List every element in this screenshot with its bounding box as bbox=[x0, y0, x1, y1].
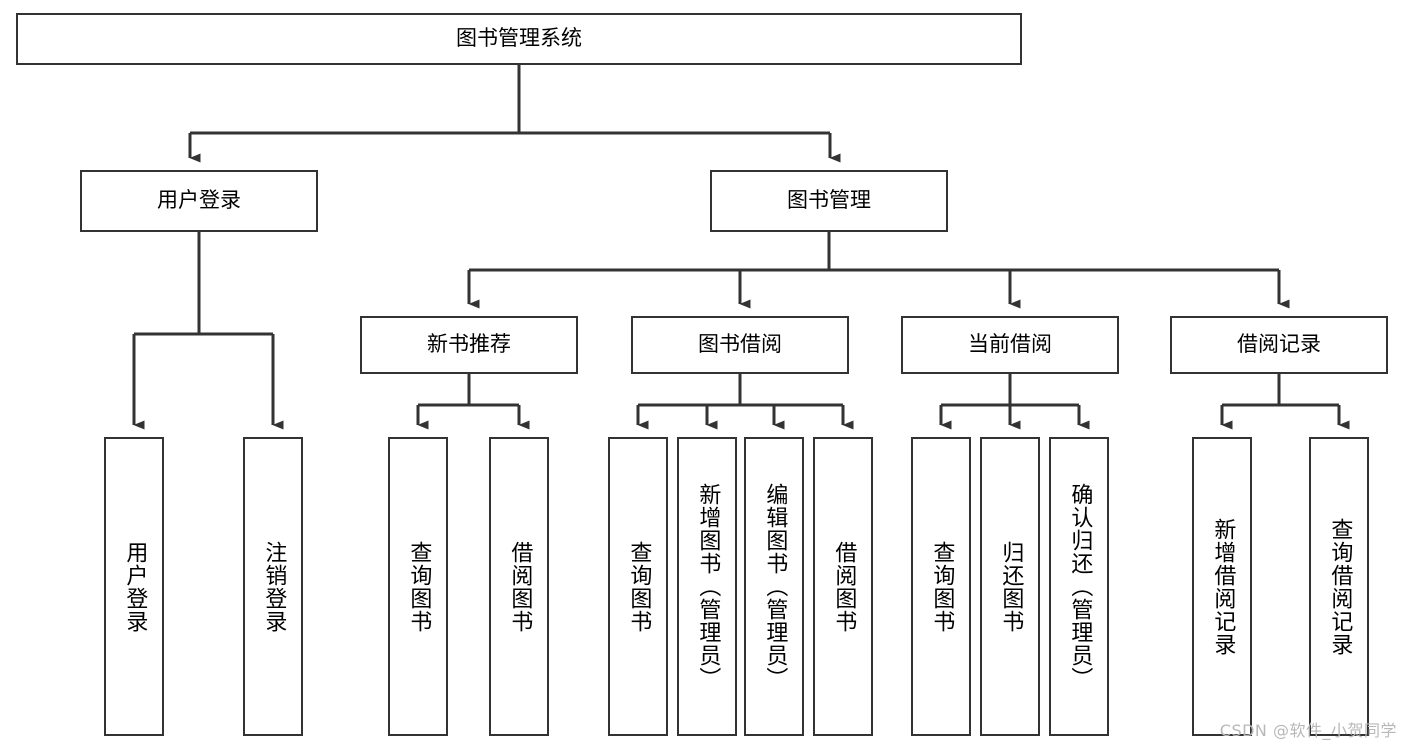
leaf-borrow-book-2[interactable]: 借阅图书 bbox=[813, 437, 873, 736]
node-user-login-label: 用户登录 bbox=[157, 188, 241, 213]
node-current-borrow[interactable]: 当前借阅 bbox=[901, 316, 1119, 374]
leaf-query-book-2[interactable]: 查询图书 bbox=[608, 437, 668, 736]
leaf-confirm-return-label: 确认归还（管理员） bbox=[1067, 483, 1093, 690]
leaf-query-book-3[interactable]: 查询图书 bbox=[911, 437, 971, 736]
node-current-borrow-label: 当前借阅 bbox=[968, 332, 1052, 357]
node-root-title[interactable]: 图书管理系统 bbox=[16, 13, 1022, 65]
leaf-return-book[interactable]: 归还图书 bbox=[980, 437, 1040, 736]
leaf-user-logout-label: 注销登录 bbox=[261, 540, 287, 633]
leaf-query-record-label: 查询借阅记录 bbox=[1327, 517, 1353, 656]
leaf-edit-book[interactable]: 编辑图书（管理员） bbox=[744, 437, 804, 736]
node-new-book-recommend[interactable]: 新书推荐 bbox=[360, 316, 578, 374]
leaf-query-record[interactable]: 查询借阅记录 bbox=[1309, 437, 1369, 736]
leaf-add-book[interactable]: 新增图书（管理员） bbox=[677, 437, 737, 736]
node-user-login[interactable]: 用户登录 bbox=[80, 170, 318, 232]
leaf-query-book-1[interactable]: 查询图书 bbox=[388, 437, 448, 736]
leaf-add-record-label: 新增借阅记录 bbox=[1210, 517, 1236, 656]
leaf-borrow-book-2-label: 借阅图书 bbox=[831, 540, 857, 633]
node-borrow-record[interactable]: 借阅记录 bbox=[1170, 316, 1388, 374]
leaf-borrow-book-1-label: 借阅图书 bbox=[507, 540, 533, 633]
leaf-return-book-label: 归还图书 bbox=[998, 540, 1024, 633]
leaf-edit-book-label: 编辑图书（管理员） bbox=[762, 483, 788, 690]
leaf-borrow-book-1[interactable]: 借阅图书 bbox=[489, 437, 549, 736]
leaf-add-book-label: 新增图书（管理员） bbox=[695, 483, 721, 690]
node-book-manage-label: 图书管理 bbox=[787, 188, 871, 213]
node-borrow-record-label: 借阅记录 bbox=[1237, 332, 1321, 357]
node-book-borrow-label: 图书借阅 bbox=[698, 332, 782, 357]
leaf-query-book-1-label: 查询图书 bbox=[406, 540, 432, 633]
leaf-query-book-2-label: 查询图书 bbox=[626, 540, 652, 633]
leaf-user-logout[interactable]: 注销登录 bbox=[243, 437, 303, 736]
leaf-user-login[interactable]: 用户登录 bbox=[104, 437, 164, 736]
node-book-borrow[interactable]: 图书借阅 bbox=[631, 316, 849, 374]
leaf-user-login-label: 用户登录 bbox=[122, 540, 148, 633]
node-book-manage[interactable]: 图书管理 bbox=[710, 170, 948, 232]
node-new-book-recommend-label: 新书推荐 bbox=[427, 332, 511, 357]
leaf-add-record[interactable]: 新增借阅记录 bbox=[1192, 437, 1252, 736]
leaf-confirm-return[interactable]: 确认归还（管理员） bbox=[1049, 437, 1109, 736]
node-root-title-label: 图书管理系统 bbox=[456, 26, 582, 51]
leaf-query-book-3-label: 查询图书 bbox=[929, 540, 955, 633]
